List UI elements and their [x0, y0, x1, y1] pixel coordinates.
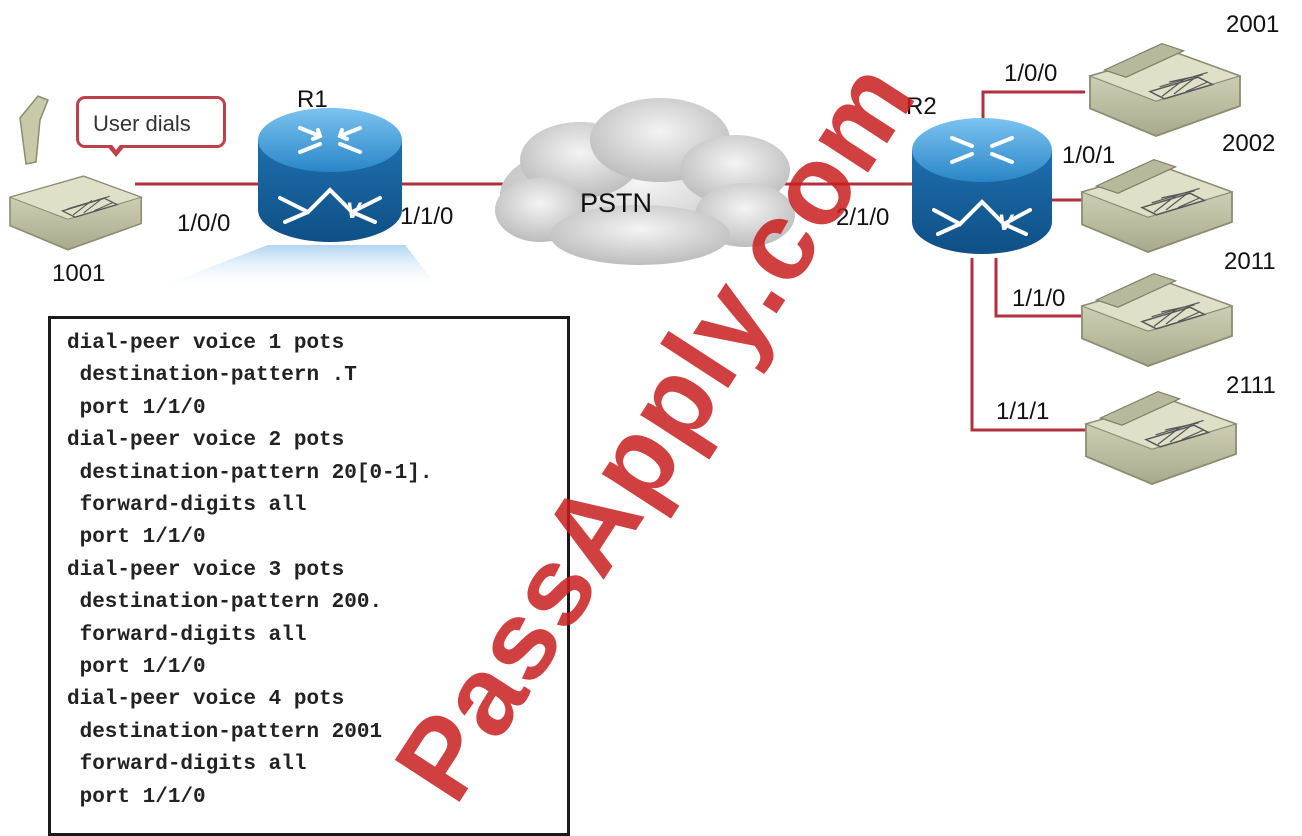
- phone-2001-label: 2001: [1226, 11, 1280, 38]
- r1-label: R1: [297, 86, 328, 113]
- config-line: destination-pattern 20[0-1].: [67, 461, 433, 485]
- config-line: forward-digits all: [67, 623, 307, 647]
- phone-1001-label: 1001: [52, 260, 106, 287]
- svg-text:V: V: [998, 210, 1015, 235]
- config-line: dial-peer voice 1 pots: [67, 332, 345, 355]
- config-line: port 1/1/0: [67, 526, 206, 550]
- port-label-r2-pstn: 2/1/0: [836, 204, 890, 231]
- config-line: destination-pattern .T: [67, 364, 357, 388]
- router-r2-icon: V: [912, 118, 1052, 254]
- callout-tail: [106, 142, 126, 157]
- link-r2-2111: [970, 258, 1088, 432]
- handset-1001-icon: [19, 95, 49, 165]
- phone-1001-icon: [8, 175, 143, 251]
- port-label-r2-2001: 1/0/0: [1004, 60, 1058, 87]
- config-line: port 1/1/0: [67, 656, 206, 679]
- phone-2011-icon: [1081, 272, 1233, 367]
- pstn-cloud: [495, 98, 795, 265]
- phone-2001-icon: [1089, 42, 1241, 137]
- callout-text: User dials: [93, 111, 191, 136]
- port-label-r1-pstn: 1/1/0: [400, 203, 454, 230]
- dial-peer-config-box: dial-peer voice 1 pots destination-patte…: [48, 316, 570, 836]
- link-r2-2011: [994, 258, 1085, 318]
- port-label-r2-2011: 1/1/0: [1012, 285, 1066, 312]
- phone-2011-label: 2011: [1224, 248, 1276, 275]
- phone-2111-icon: [1085, 390, 1237, 485]
- port-label-r1-voice: 1/0/0: [177, 210, 231, 237]
- config-line: dial-peer voice 2 pots: [67, 429, 345, 453]
- config-line: forward-digits all: [67, 494, 307, 517]
- port-label-r2-2002: 1/0/1: [1062, 142, 1116, 169]
- config-line: dial-peer voice 3 pots: [67, 558, 345, 582]
- config-line: forward-digits all: [67, 753, 307, 777]
- phone-2002-label: 2002: [1222, 130, 1276, 157]
- phone-2002-icon: [1081, 158, 1233, 253]
- phone-2111-label: 2111: [1226, 372, 1276, 399]
- svg-text:V: V: [346, 198, 363, 223]
- config-line: port 1/1/0: [67, 785, 206, 809]
- user-dials-callout: User dials: [76, 96, 226, 148]
- config-line: port 1/1/0: [67, 396, 206, 420]
- config-line: destination-pattern 200.: [67, 591, 383, 615]
- pstn-label: PSTN: [580, 188, 653, 218]
- router-r1-icon: V: [258, 108, 402, 242]
- config-line: dial-peer voice 4 pots: [67, 688, 345, 712]
- port-label-r2-2111: 1/1/1: [996, 398, 1050, 425]
- r2-label: R2: [906, 93, 937, 120]
- config-line: destination-pattern 2001: [67, 720, 383, 744]
